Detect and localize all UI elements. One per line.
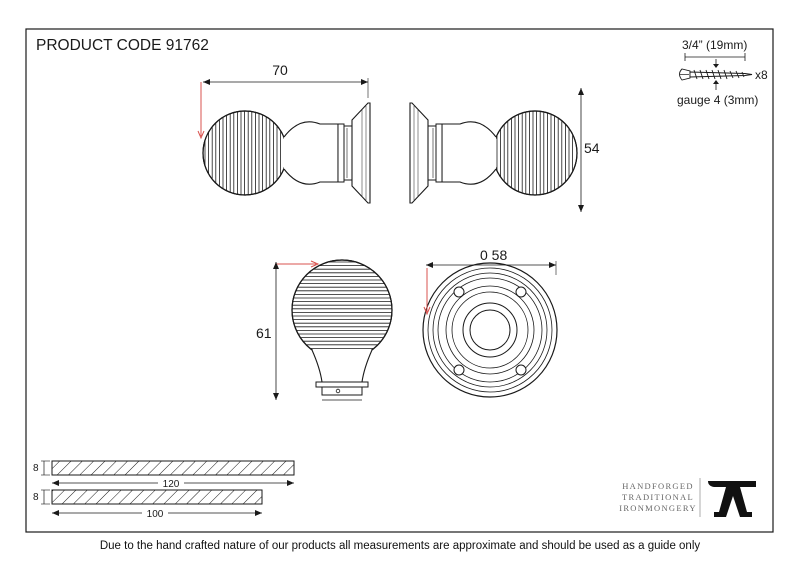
dimension-width-label: 70 [272, 62, 288, 78]
screw-gauge-label: gauge 4 (3mm) [677, 93, 758, 107]
anvil-icon [708, 481, 756, 517]
rose-front-view [422, 262, 558, 398]
screw-icon [679, 68, 753, 81]
spindle-120-thickness: 8 [33, 463, 39, 474]
dimension-rose-diameter: 0 58 [426, 247, 557, 275]
screw-quantity: x8 [755, 68, 768, 82]
knob-side-view-left [197, 82, 371, 204]
logo-line-3: IRONMONGERY [619, 503, 697, 513]
knob-side-view-right [409, 102, 578, 204]
dimension-height-label: 54 [584, 140, 600, 156]
spindle-100: 8 100 [33, 489, 263, 520]
footer-disclaimer: Due to the hand crafted nature of our pr… [99, 540, 701, 552]
dimension-knob-height-label: 61 [256, 325, 272, 341]
dimension-knob-height: 61 [256, 262, 279, 400]
spindle-120: 8 120 [33, 460, 295, 490]
spindle-100-length: 100 [147, 509, 164, 520]
dimension-height: 54 [578, 88, 600, 212]
spindle-120-length: 120 [163, 479, 180, 490]
screw-spec: 3/4” (19mm) x8 gauge 4 (3mm) [677, 38, 768, 107]
dimension-rose-diameter-label: 0 58 [480, 247, 507, 263]
knob-front-view [275, 259, 393, 401]
dimension-width: 70 [203, 62, 369, 98]
drawing-border [25, 28, 774, 533]
logo-line-1: HANDFORGED [622, 481, 694, 491]
screw-length-label: 3/4” (19mm) [682, 38, 747, 52]
brand-logo: HANDFORGED TRADITIONAL IRONMONGERY [619, 478, 756, 517]
product-code: PRODUCT CODE 91762 [36, 37, 209, 54]
spindle-100-thickness: 8 [33, 492, 39, 503]
logo-line-2: TRADITIONAL [622, 492, 694, 502]
